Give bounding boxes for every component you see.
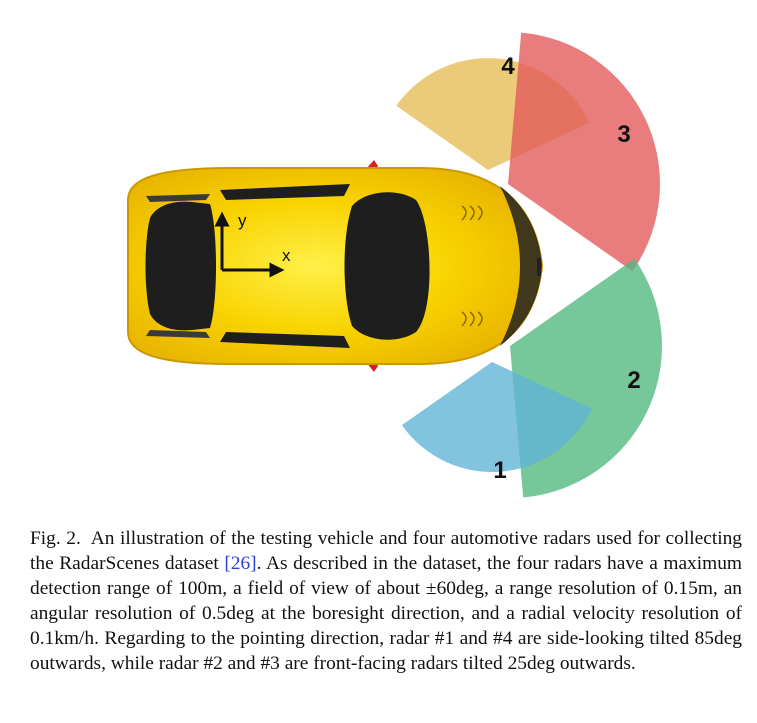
radar-label-2: 2 <box>627 367 640 394</box>
caption-label: Fig. 2. <box>30 528 81 549</box>
radar-sector-3 <box>508 32 660 272</box>
radar-sector-1 <box>401 362 592 473</box>
x-axis-label: x <box>282 246 291 265</box>
radar-sectors: 4 3 2 1 <box>396 32 662 498</box>
figure-caption: Fig. 2.An illustration of the testing ve… <box>30 526 742 676</box>
side-window-bottom <box>220 332 350 348</box>
y-axis-label: y <box>238 211 247 230</box>
caption-text-start: An illustration of the testing vehicle a… <box>30 528 742 574</box>
caption-text-end: . As described in the dataset, the four … <box>30 553 742 674</box>
radar-label-1: 1 <box>493 457 506 484</box>
radar-label-4: 4 <box>501 53 515 80</box>
windshield <box>344 192 430 340</box>
vehicle-radar-figure: y x 4 3 2 1 <box>127 32 662 498</box>
radar-label-3: 3 <box>617 121 630 148</box>
rear-window <box>145 201 216 331</box>
side-window-top <box>220 184 350 200</box>
vehicle: y x <box>127 160 544 372</box>
caption-citation-link[interactable]: [26] <box>224 553 257 574</box>
